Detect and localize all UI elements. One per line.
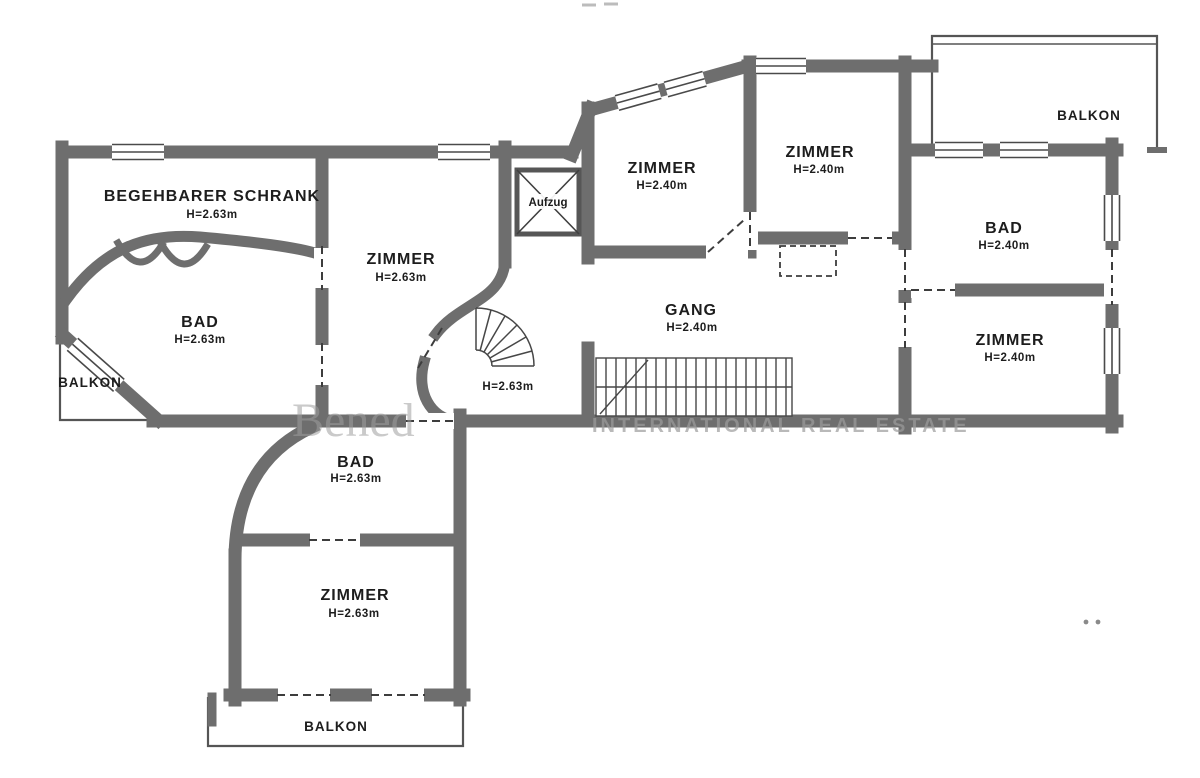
watermark-brand: Bened xyxy=(292,394,415,447)
room-height-zimmer-top2: H=2.40m xyxy=(793,164,844,176)
balcony-left-rail xyxy=(58,338,154,422)
room-label-bad-right: BAD xyxy=(985,220,1023,237)
room-label-balkon-top-right: BALKON xyxy=(1057,108,1121,123)
door-zimmer1-gang xyxy=(707,219,745,253)
wall-curve-schrank-bad xyxy=(58,230,325,308)
room-zimmer-bottom: ZIMMER H=2.63m xyxy=(320,587,389,620)
wall-s-curve-upper xyxy=(428,252,511,342)
room-labels: BEGEHBARER SCHRANK H=2.63m BAD H=2.63m B… xyxy=(58,108,1121,734)
door-scurve xyxy=(417,327,443,369)
window-zimmer2-top xyxy=(756,57,806,75)
elevator: Aufzug xyxy=(514,167,582,237)
room-bad-right: BAD H=2.40m xyxy=(978,220,1029,252)
balcony-top-right-rail xyxy=(930,34,1159,148)
room-schrank: BEGEHBARER SCHRANK H=2.63m xyxy=(104,188,320,221)
room-label-zimmer-bottom: ZIMMER xyxy=(320,587,389,604)
room-height-zimmer-bottom: H=2.63m xyxy=(328,608,379,620)
window-right-wall-2 xyxy=(1103,328,1121,374)
room-label-bad-lower: BAD xyxy=(337,454,375,471)
wall-scallop-1 xyxy=(113,238,167,266)
room-label-zimmer-right: ZIMMER xyxy=(975,332,1044,349)
room-bad-left: BAD H=2.63m xyxy=(174,314,225,346)
window-balcony-left-diagonal xyxy=(66,337,125,393)
room-height-zimmer-right: H=2.40m xyxy=(984,352,1035,364)
room-label-balkon-bottom: BALKON xyxy=(304,719,368,734)
room-zimmer-right: ZIMMER H=2.40m xyxy=(975,332,1044,364)
straight-staircase xyxy=(595,357,793,417)
window-bad-right-1 xyxy=(935,141,983,159)
window-schrank-top xyxy=(112,143,164,161)
room-height-zimmer-left: H=2.63m xyxy=(375,272,426,284)
wall-scallop-2 xyxy=(157,240,211,268)
room-label-zimmer-left: ZIMMER xyxy=(366,251,435,268)
window-bad-right-2 xyxy=(1000,141,1048,159)
window-right-wall-1 xyxy=(1103,195,1121,241)
room-label-zimmer-top2: ZIMMER xyxy=(785,144,854,161)
spiral-treads xyxy=(475,308,534,367)
doors-dashed xyxy=(277,212,1113,696)
stair-break-line xyxy=(599,359,649,415)
room-height-bad-lower: H=2.63m xyxy=(330,473,381,485)
room-height-schrank: H=2.63m xyxy=(186,209,237,221)
room-label-gang: GANG xyxy=(665,302,717,319)
scan-artifacts xyxy=(582,2,1101,625)
room-gang: GANG H=2.40m xyxy=(665,302,717,334)
room-bad-lower: BAD H=2.63m xyxy=(330,454,381,485)
spiral-staircase xyxy=(475,307,535,367)
room-label-zimmer-top1: ZIMMER xyxy=(627,160,696,177)
room-height-gang: H=2.40m xyxy=(666,322,717,334)
artifact-top-marks xyxy=(582,2,618,7)
dashed-closet-outline xyxy=(779,245,837,277)
watermark-tagline: INTERNATIONAL REAL ESTATE xyxy=(592,415,970,437)
room-height-stair-lobby: H=2.63m xyxy=(482,381,533,393)
room-zimmer-top1: ZIMMER H=2.40m xyxy=(627,160,696,192)
window-slope-1 xyxy=(614,82,662,112)
artifact-dot-2 xyxy=(1095,619,1101,625)
room-height-zimmer-top1: H=2.40m xyxy=(636,180,687,192)
elevator-label: Aufzug xyxy=(529,197,568,209)
watermark: Bened INTERNATIONAL REAL ESTATE xyxy=(292,394,970,447)
wall-s-curve-lower xyxy=(416,355,463,428)
windows xyxy=(66,57,1121,393)
room-label-schrank: BEGEHBARER SCHRANK xyxy=(104,188,320,205)
room-zimmer-top2: ZIMMER H=2.40m xyxy=(785,144,854,176)
artifact-dot-1 xyxy=(1083,619,1089,625)
room-label-balkon-left: BALKON xyxy=(58,375,122,390)
window-slope-2 xyxy=(663,70,707,98)
room-height-bad-right: H=2.40m xyxy=(978,240,1029,252)
room-height-bad-left: H=2.63m xyxy=(174,334,225,346)
window-zimmer-left-top xyxy=(438,143,490,161)
room-label-bad-left: BAD xyxy=(181,314,219,331)
room-zimmer-left: ZIMMER H=2.63m xyxy=(366,251,435,284)
